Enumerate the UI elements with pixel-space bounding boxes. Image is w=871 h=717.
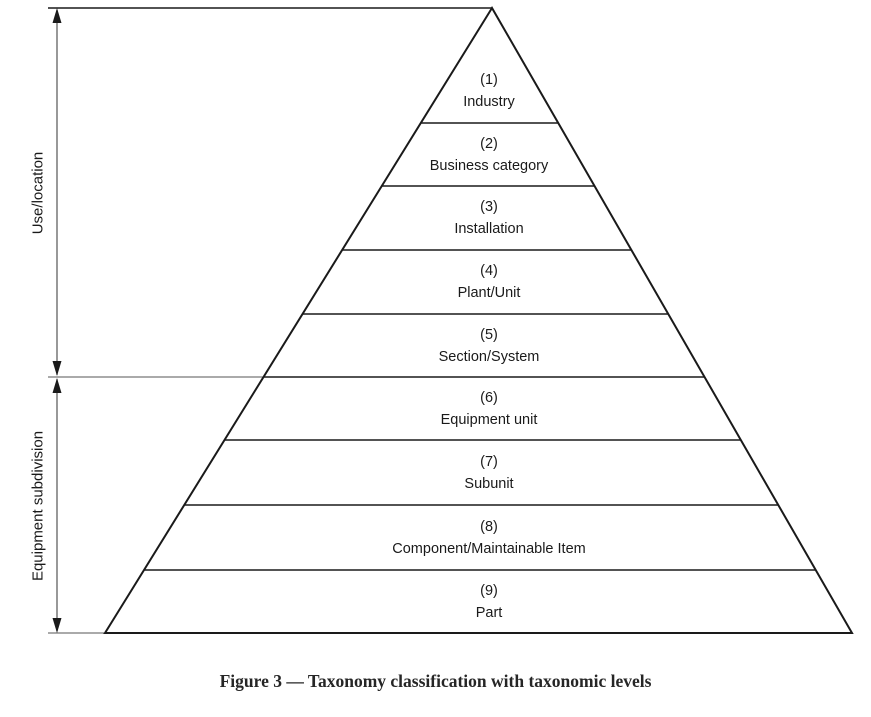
level-name: Industry <box>463 94 515 110</box>
level-number: (4) <box>480 263 498 279</box>
pyramid-level-label: (2) Business category <box>430 133 548 177</box>
side-label-use-location: Use/location <box>29 151 47 235</box>
arrow-up-icon <box>52 8 62 23</box>
pyramid-level-label: (6) Equipment unit <box>441 387 538 431</box>
level-name: Equipment unit <box>440 411 538 428</box>
level-name: Part <box>475 604 503 621</box>
level-number: (3) <box>480 199 498 215</box>
level-name: Plant/Unit <box>457 285 521 301</box>
level-name: Subunit <box>464 475 514 492</box>
pyramid-level-label: (3) Installation <box>454 196 523 240</box>
level-name: Component/Maintainable Item <box>392 540 586 557</box>
side-label-equipment-subdivision: Equipment subdivision <box>29 430 47 582</box>
level-number: (1) <box>480 72 498 88</box>
pyramid-outline <box>103 6 854 634</box>
level-number: (6) <box>480 389 498 406</box>
pyramid-level-label: (9) Part <box>476 580 503 624</box>
pyramid-level-label: (5) Section/System <box>439 324 540 368</box>
level-name: Section/System <box>438 348 540 365</box>
pyramid-level-label: (8) Component/Maintainable Item <box>392 516 585 560</box>
arrow-down-icon <box>52 361 62 376</box>
level-number: (7) <box>480 453 498 470</box>
level-number: (5) <box>480 326 498 343</box>
pyramid-level-label: (7) Subunit <box>464 451 513 495</box>
figure-caption: Figure 3 — Taxonomy classification with … <box>219 671 652 691</box>
level-divider-lines <box>144 122 816 571</box>
arrow-up-icon <box>52 378 62 393</box>
level-name: Business category <box>429 157 549 174</box>
pyramid-level-label: (4) Plant/Unit <box>458 260 521 304</box>
level-number: (8) <box>480 518 498 535</box>
pyramid-level-label: (1) Industry <box>463 69 515 113</box>
arrow-down-icon <box>52 618 62 633</box>
level-number: (9) <box>480 582 498 599</box>
level-name: Installation <box>454 221 524 237</box>
level-number: (2) <box>480 135 498 152</box>
